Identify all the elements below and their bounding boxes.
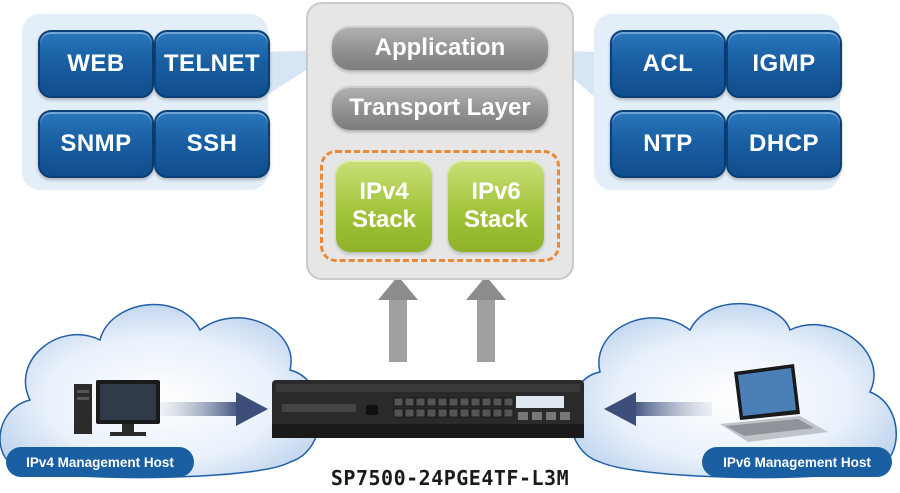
- ipv6-stack-line2: Stack: [463, 206, 529, 233]
- laptop-icon: [720, 364, 828, 442]
- ipv4-host-label: IPv4 Management Host: [6, 447, 194, 477]
- transport-layer: Transport Layer: [332, 86, 548, 130]
- ip-stacks-group: [320, 150, 560, 262]
- network-switch-icon: [272, 380, 584, 438]
- ntp-button[interactable]: NTP: [610, 110, 726, 178]
- device-model-name: SP7500-24PGE4TF-L3M: [330, 466, 570, 490]
- ipv4-stack-line2: Stack: [351, 206, 417, 233]
- igmp-button[interactable]: IGMP: [726, 30, 842, 98]
- ipv4-stack: IPv4 Stack: [336, 160, 432, 252]
- ipv6-stack: IPv6 Stack: [448, 160, 544, 252]
- ipv4-up-arrow: [378, 276, 418, 362]
- application-layer: Application: [332, 26, 548, 70]
- ipv4-stack-line1: IPv4: [359, 178, 409, 205]
- snmp-button[interactable]: SNMP: [38, 110, 154, 178]
- desktop-computer-icon: [74, 380, 160, 436]
- web-button[interactable]: WEB: [38, 30, 154, 98]
- dhcp-button[interactable]: DHCP: [726, 110, 842, 178]
- right-host-arrow: [604, 392, 712, 426]
- ssh-button[interactable]: SSH: [154, 110, 270, 178]
- acl-button[interactable]: ACL: [610, 30, 726, 98]
- telnet-button[interactable]: TELNET: [154, 30, 270, 98]
- ipv6-up-arrow: [466, 276, 506, 362]
- ipv6-host-label: IPv6 Management Host: [702, 447, 892, 477]
- ipv6-stack-line1: IPv6: [471, 178, 521, 205]
- left-host-arrow: [160, 392, 268, 426]
